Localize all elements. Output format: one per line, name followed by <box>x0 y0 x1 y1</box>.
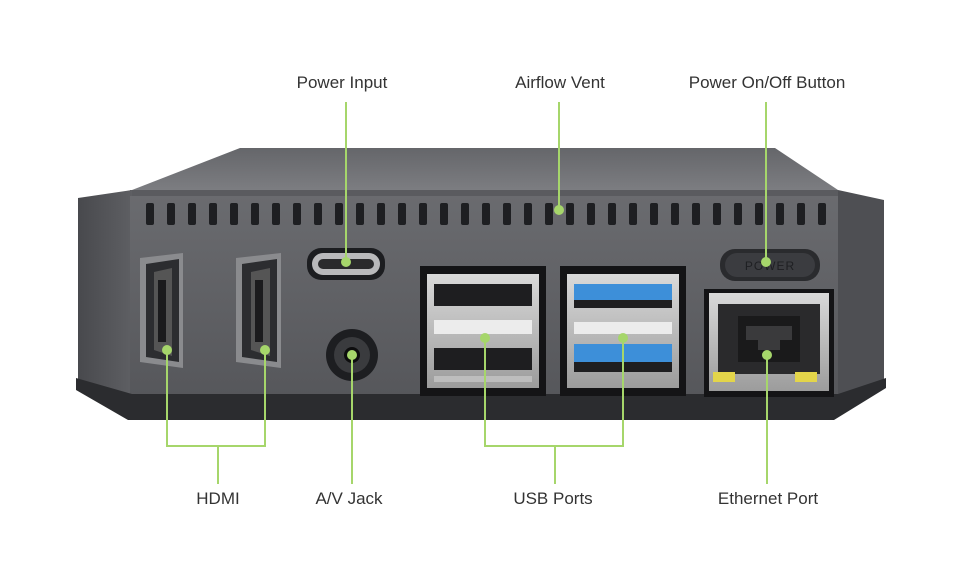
vent-slot <box>335 203 343 225</box>
vent-slot <box>251 203 259 225</box>
vent-slot <box>188 203 196 225</box>
ethernet-led-right <box>795 372 817 382</box>
vent-slot <box>377 203 385 225</box>
label-power-button: Power On/Off Button <box>688 73 846 92</box>
dot-usb-2 <box>480 333 490 343</box>
ethernet-led-left <box>713 372 735 382</box>
vent-slot <box>398 203 406 225</box>
vent-slot <box>272 203 280 225</box>
vent-slot <box>671 203 679 225</box>
vent-slot <box>650 203 658 225</box>
vent-slot <box>608 203 616 225</box>
dot-power-input <box>341 257 351 267</box>
label-airflow-vent: Airflow Vent <box>515 73 605 92</box>
vent-slot <box>755 203 763 225</box>
vent-slot <box>356 203 364 225</box>
vent-slot <box>587 203 595 225</box>
ethernet-port <box>704 289 834 397</box>
hdmi-port-1 <box>140 253 183 368</box>
vent-slot <box>230 203 238 225</box>
dot-ethernet <box>762 350 772 360</box>
case-base <box>76 378 886 420</box>
vent-slot <box>293 203 301 225</box>
dot-hdmi-1 <box>162 345 172 355</box>
vent-slot <box>167 203 175 225</box>
vent-slot <box>524 203 532 225</box>
dot-av-jack <box>347 350 357 360</box>
vent-slot <box>146 203 154 225</box>
case-top <box>132 148 838 190</box>
dot-hdmi-2 <box>260 345 270 355</box>
vent-slot <box>692 203 700 225</box>
label-hdmi: HDMI <box>196 489 240 508</box>
vent-slot <box>482 203 490 225</box>
usb3-port-stack <box>560 266 686 396</box>
vent-slot <box>461 203 469 225</box>
label-power-input: Power Input <box>296 73 388 92</box>
vent-slot <box>818 203 826 225</box>
vent-slots <box>146 203 826 225</box>
vent-slot <box>776 203 784 225</box>
label-usb-ports: USB Ports <box>513 489 593 508</box>
vent-slot <box>314 203 322 225</box>
vent-slot <box>566 203 574 225</box>
vent-slot <box>209 203 217 225</box>
usb2-port-stack <box>420 266 546 396</box>
vent-slot <box>734 203 742 225</box>
dot-airflow-vent <box>554 205 564 215</box>
vent-slot <box>419 203 427 225</box>
vent-slot <box>629 203 637 225</box>
dot-usb-3 <box>618 333 628 343</box>
hdmi-port-2 <box>236 253 281 368</box>
vent-slot <box>797 203 805 225</box>
power-button-text: POWER <box>745 259 795 273</box>
callout-dots <box>162 205 772 360</box>
dot-power-button <box>761 257 771 267</box>
vent-slot <box>545 203 553 225</box>
vent-slot <box>713 203 721 225</box>
label-ethernet-port: Ethernet Port <box>717 489 819 508</box>
case-left-bevel <box>78 190 132 395</box>
callout-lines <box>166 102 768 484</box>
label-av-jack: A/V Jack <box>315 489 383 508</box>
vent-slot <box>503 203 511 225</box>
case-right-bevel <box>838 190 884 395</box>
vent-slot <box>440 203 448 225</box>
